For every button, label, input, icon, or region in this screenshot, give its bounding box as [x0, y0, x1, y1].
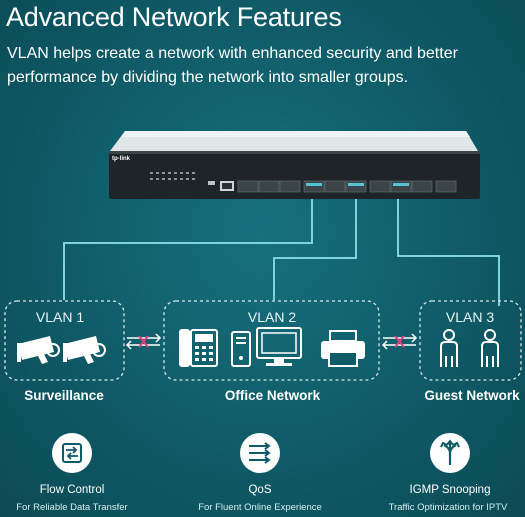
- vlan-boxes: [4, 300, 522, 381]
- vlan3-label: VLAN 3: [445, 309, 495, 325]
- link-vlan2: [273, 188, 357, 300]
- qos-subtitle: For Fluent Online Experience: [198, 502, 322, 513]
- qos-icon: [240, 433, 280, 473]
- vlan2-box: [163, 300, 380, 381]
- page-title: Advanced Network Features: [6, 2, 342, 32]
- link-vlan3: [397, 188, 500, 306]
- guest-network-label: Guest Network: [424, 388, 520, 403]
- flow-control-subtitle: For Reliable Data Transfer: [16, 502, 128, 513]
- igmp-snooping-title: IGMP Snooping: [409, 484, 491, 496]
- network-switch: [109, 131, 480, 199]
- description: VLAN helps create a network with enhance…: [7, 42, 522, 90]
- flow-control-icon: [52, 433, 92, 473]
- description-line-1: VLAN helps create a network with enhance…: [7, 45, 458, 62]
- switch-brand-label: tp-link: [112, 156, 130, 162]
- connection-lines: [63, 188, 500, 306]
- blocked-arrow-right: [381, 333, 418, 350]
- vlan1-box: [4, 300, 125, 381]
- qos-title: QoS: [248, 484, 272, 496]
- camera-icon-2: [63, 336, 106, 364]
- office-network-label: Office Network: [224, 388, 321, 403]
- vlan3-box: [419, 300, 522, 381]
- link-vlan1: [63, 188, 313, 300]
- surveillance-label: Surveillance: [24, 388, 104, 403]
- flow-control-title: Flow Control: [39, 484, 105, 496]
- computer-icon: [231, 327, 302, 367]
- blocked-arrow-left: [125, 333, 162, 350]
- phone-icon: [179, 329, 218, 367]
- person-icon-2: [481, 329, 499, 367]
- camera-icon-1: [17, 336, 60, 364]
- printer-icon: [321, 330, 365, 367]
- igmp-snooping-icon: [430, 433, 470, 473]
- vlan1-label: VLAN 1: [35, 309, 85, 325]
- igmp-snooping-subtitle: Traffic Optimization for IPTV: [388, 502, 508, 513]
- vlan2-label: VLAN 2: [247, 309, 297, 325]
- person-icon-1: [440, 329, 458, 367]
- description-line-2: performance by dividing the network into…: [7, 69, 409, 86]
